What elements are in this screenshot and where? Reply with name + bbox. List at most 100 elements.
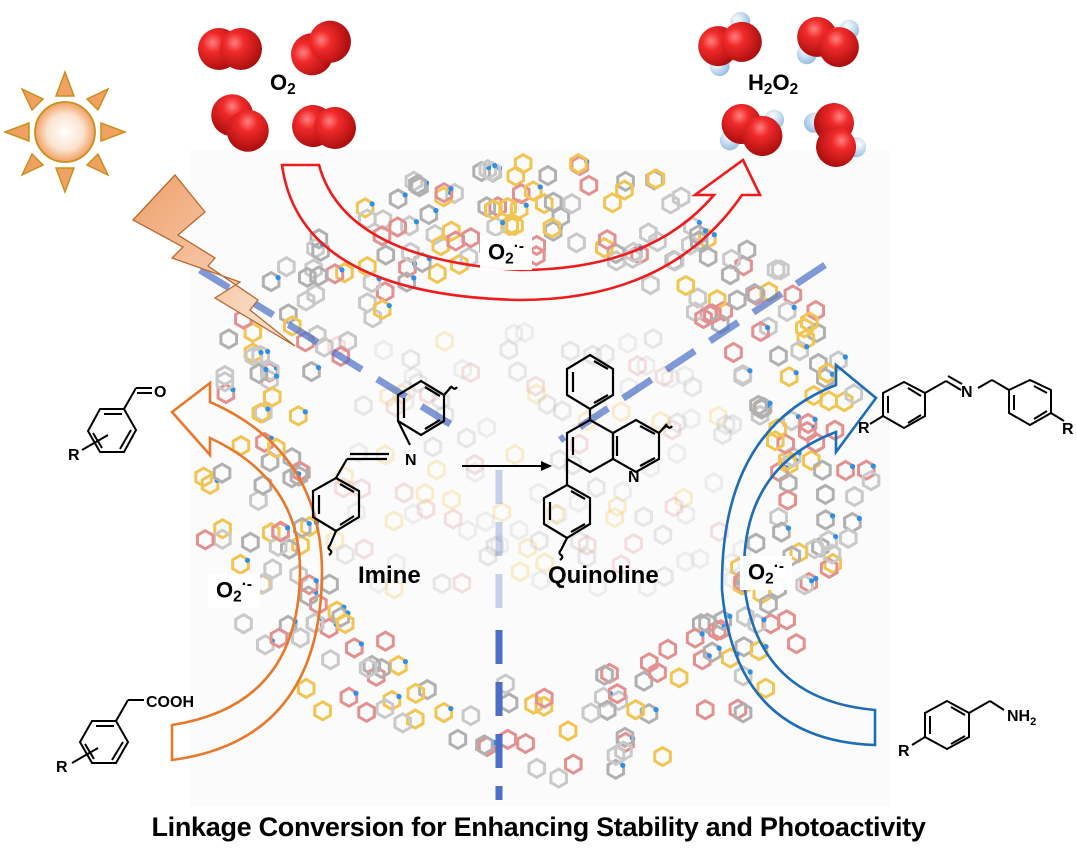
imine-structure: [311, 379, 458, 556]
oxidative-coupling-arrow: [720, 362, 878, 747]
o2-reduction-arrow: [280, 158, 763, 302]
framework-nitrogen: [699, 631, 705, 637]
framework-nitrogen: [353, 690, 359, 696]
imine-product-r-left: R: [858, 420, 870, 437]
h2o2-molecule: [698, 11, 762, 77]
imine-nitrogen-label: N: [405, 452, 417, 469]
framework-nitrogen: [833, 533, 839, 540]
framework-nitrogen: [402, 658, 409, 665]
benzylamine-structure: [911, 699, 1005, 751]
h2o2-molecule: [719, 104, 785, 156]
o2-molecules: [198, 20, 356, 152]
framework-nitrogen: [265, 406, 271, 412]
framework-nitrogen: [764, 324, 771, 331]
aldehyde-structure: [81, 387, 152, 453]
aldehyde-r-label: R: [68, 447, 80, 464]
imine-product-r-right: R: [1062, 421, 1074, 438]
framework-nitrogen: [702, 228, 709, 234]
framework-nitrogen: [244, 557, 251, 563]
o2-molecule: [290, 20, 352, 76]
h2o2-molecule: [803, 103, 867, 167]
framework-nitrogen: [813, 575, 819, 582]
quinoline-structure: [542, 353, 673, 561]
conversion-arrow: [462, 461, 552, 471]
framework-nitrogen: [448, 186, 454, 192]
aldehyde-oxygen-label: O: [154, 384, 166, 401]
framework-nitrogen: [402, 192, 408, 198]
o2-molecule: [198, 28, 262, 70]
framework-nitrogen: [306, 520, 312, 527]
framework-nitrogen: [747, 669, 753, 675]
framework-nitrogen: [258, 349, 264, 356]
framework-nitrogen: [448, 705, 454, 712]
framework-nitrogen: [339, 267, 345, 273]
o2-molecule: [292, 105, 356, 149]
framework-nitrogen: [785, 525, 792, 531]
framework-nitrogen: [413, 219, 420, 225]
h2o2-molecule: [796, 16, 860, 68]
acid-group-label: COOH: [146, 694, 194, 711]
axis-dash-diagonal-right: [558, 262, 827, 443]
framework-nitrogen: [358, 641, 364, 647]
framework-nitrogen: [791, 304, 797, 310]
framework-nitrogen: [492, 163, 498, 169]
framework-nitrogen: [620, 762, 626, 768]
phenylacetic-acid-structure: [71, 699, 144, 764]
framework-nitrogen: [433, 207, 439, 214]
framework-nitrogen: [523, 202, 529, 208]
framework-nitrogen: [263, 366, 269, 373]
framework-nitrogen: [842, 354, 848, 360]
h2o2-molecules: [698, 11, 867, 167]
figure-caption-title: Linkage Conversion for Enhancing Stabili…: [151, 812, 926, 842]
framework-nitrogen: [812, 416, 818, 423]
framework-nitrogen: [849, 463, 856, 470]
framework-nitrogen: [870, 463, 876, 469]
framework-nitrogen: [856, 515, 862, 522]
quinoline-label: Quinoline: [548, 562, 659, 589]
pore-axis-lines: [198, 262, 827, 800]
framework-nitrogen: [265, 348, 271, 355]
framework-nitrogen: [537, 184, 543, 190]
cof-framework-structure: [194, 153, 881, 789]
h2o2-label: H2O2: [748, 70, 799, 98]
framework-nitrogen: [711, 232, 717, 238]
quinoline-nitrogen-label: N: [628, 469, 640, 486]
oxidative-decarboxylation-arrow: [170, 380, 324, 762]
framework-nitrogen: [793, 370, 799, 376]
acid-r-label: R: [56, 759, 68, 776]
framework-nitrogen: [809, 578, 815, 584]
superoxide-label-top: O2·-: [480, 236, 532, 271]
sun-icon: [2, 69, 128, 195]
framework-nitrogen: [313, 578, 319, 584]
o2-label: O2: [270, 70, 296, 98]
imine-product-structure: [869, 375, 1065, 430]
framework-nitrogen: [273, 373, 280, 379]
framework-nitrogen: [396, 693, 402, 700]
framework-nitrogen: [716, 645, 722, 651]
framework-nitrogen: [761, 617, 767, 623]
framework-nitrogen: [500, 220, 506, 226]
lightning-bolt-icon: [131, 174, 296, 347]
framework-nitrogen: [386, 302, 392, 309]
framework-nitrogen: [653, 707, 659, 713]
framework-nitrogen: [369, 201, 375, 207]
o2-molecule: [211, 94, 269, 152]
framework-nitrogen: [275, 274, 281, 281]
framework-nitrogen: [315, 364, 322, 371]
framework-nitrogen: [804, 343, 810, 350]
amine-group-label: NH2: [1007, 708, 1036, 728]
framework-nitrogen: [767, 400, 773, 406]
framework-nitrogen: [284, 525, 291, 531]
framework-nitrogen: [696, 219, 702, 226]
framework-nitrogen: [829, 513, 836, 519]
framework-nitrogen: [302, 409, 308, 415]
superoxide-label-right: O2·-: [740, 556, 792, 591]
amine-r-label: R: [898, 743, 910, 760]
imine-product-nitrogen-label: N: [961, 384, 973, 401]
superoxide-label-left: O2·-: [208, 574, 260, 609]
framework-nitrogen: [411, 275, 417, 281]
framework-nitrogen: [829, 371, 835, 377]
imine-label: Imine: [358, 562, 421, 589]
framework-nitrogen: [727, 613, 733, 619]
